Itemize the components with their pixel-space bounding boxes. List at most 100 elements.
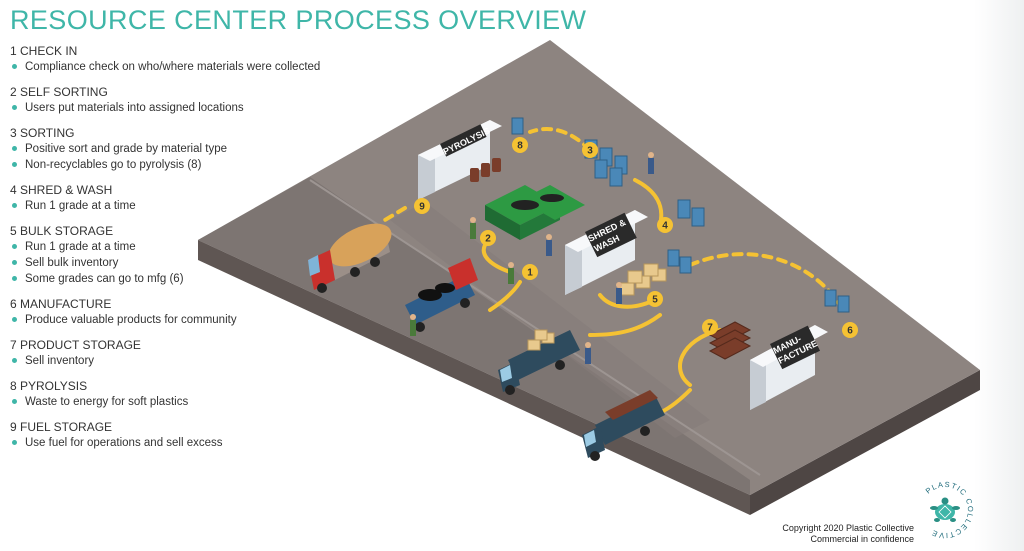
process-diagram: PYROLYSIS SHRED & WAS — [198, 40, 980, 515]
step-title: 2 SELF SORTING — [10, 85, 108, 99]
step-bullet: Non-recyclables go to pyrolysis (8) — [10, 157, 350, 173]
arrow-5-to-truck — [588, 313, 662, 337]
bullet-dot-icon — [12, 317, 17, 322]
process-step: 1 CHECK IN Compliance check on who/where … — [10, 44, 350, 75]
step-marker-label: 9 — [419, 202, 425, 213]
step-title: 7 PRODUCT STORAGE — [10, 338, 141, 352]
step-bullet-text: Non-recyclables go to pyrolysis (8) — [25, 159, 202, 171]
step-bullet-text: Some grades can go to mfg (6) — [25, 273, 184, 285]
process-step: 8 PYROLYSIS Waste to energy for soft plas… — [10, 379, 350, 410]
turtle-icon — [930, 497, 960, 522]
step-marker-label: 1 — [527, 268, 533, 279]
step-marker-label: 7 — [707, 323, 713, 334]
arrow-1-to-2 — [481, 243, 512, 274]
step-title: 8 PYROLYSIS — [10, 379, 88, 393]
process-step: 6 MANUFACTURE Produce valuable products f… — [10, 297, 350, 328]
process-step: 9 FUEL STORAGE Use fuel for operations an… — [10, 420, 350, 451]
ground-slab-side — [198, 240, 750, 515]
step-bullet: Produce valuable products for community — [10, 312, 350, 328]
bulk-storage-boxes — [619, 263, 667, 296]
page-title: RESOURCE CENTER PROCESS OVERVIEW — [10, 5, 587, 35]
product-truck-boxes — [498, 329, 580, 395]
step-marker-1: 1 — [522, 264, 538, 280]
process-step: 2 SELF SORTING Users put materials into a… — [10, 85, 350, 116]
checkin-truck — [405, 258, 478, 332]
plastic-collective-logo: PLASTIC COLLECTIVE — [924, 480, 974, 540]
step-bullet: Run 1 grade at a time — [10, 198, 350, 214]
arrow-checkin — [488, 280, 522, 312]
process-step-list: 1 CHECK IN Compliance check on who/where … — [10, 44, 350, 461]
step-bullet: Compliance check on who/where materials … — [10, 59, 350, 75]
step-bullet-text: Positive sort and grade by material type — [25, 143, 227, 155]
background-fade — [974, 0, 1024, 551]
product-storage-planks — [708, 321, 752, 360]
barrels — [470, 158, 501, 182]
step-bullet: Use fuel for operations and sell excess — [10, 435, 350, 451]
step-bullet: Some grades can go to mfg (6) — [10, 271, 350, 287]
arrow-4-to-5 — [598, 293, 652, 309]
step-marker-6: 6 — [842, 322, 858, 338]
step-bullet-text: Sell bulk inventory — [25, 257, 119, 269]
step-marker-2: 2 — [480, 230, 496, 246]
step-title: 4 SHRED & WASH — [10, 183, 113, 197]
step-bullet-text: Users put materials into assigned locati… — [25, 102, 244, 114]
step-bullet: Users put materials into assigned locati… — [10, 100, 350, 116]
step-marker-5: 5 — [647, 291, 663, 307]
step-title: 9 FUEL STORAGE — [10, 420, 113, 434]
step-bullet: Sell inventory — [10, 353, 350, 369]
footer: Copyright 2020 Plastic Collective Commer… — [782, 523, 914, 545]
step-bullet-text: Produce valuable products for community — [25, 314, 237, 326]
step-title: 1 CHECK IN — [10, 44, 78, 58]
step-marker-label: 6 — [847, 326, 853, 337]
bullet-dot-icon — [12, 64, 17, 69]
step-title: 6 MANUFACTURE — [10, 297, 112, 311]
step-bullet: Positive sort and grade by material type — [10, 141, 350, 157]
bullet-dot-icon — [12, 244, 17, 249]
step-bullet-text: Compliance check on who/where materials … — [25, 61, 321, 73]
bullet-dot-icon — [12, 440, 17, 445]
step-title: 3 SORTING — [10, 126, 75, 140]
product-truck-planks — [582, 390, 665, 461]
step-marker-8: 8 — [512, 137, 528, 153]
bullet-dot-icon — [12, 203, 17, 208]
bullet-dot-icon — [12, 358, 17, 363]
manufacture-building: MANU- FACTURE — [750, 325, 828, 410]
step-marker-9: 9 — [414, 198, 430, 214]
step-marker-label: 4 — [662, 221, 668, 232]
step-bullet-text: Use fuel for operations and sell excess — [25, 437, 223, 449]
process-step: 7 PRODUCT STORAGE Sell inventory — [10, 338, 350, 369]
step-bullet-text: Waste to energy for soft plastics — [25, 396, 189, 408]
copyright-text: Copyright 2020 Plastic Collective — [782, 523, 914, 533]
blue-bins — [511, 117, 850, 313]
step-markers: 1 2 3 4 5 6 7 8 9 — [414, 137, 858, 338]
step-bullet-text: Run 1 grade at a time — [25, 200, 136, 212]
step-marker-3: 3 — [582, 142, 598, 158]
step-marker-4: 4 — [657, 217, 673, 233]
step-bullet: Run 1 grade at a time — [10, 239, 350, 255]
confidential-text: Commercial in confidence — [810, 534, 914, 544]
step-marker-7: 7 — [702, 319, 718, 335]
bullet-dot-icon — [12, 276, 17, 281]
bullet-dot-icon — [12, 260, 17, 265]
arrow-9-to-truck — [383, 206, 407, 222]
green-bins — [485, 185, 585, 240]
step-marker-label: 2 — [485, 234, 491, 245]
bullet-dot-icon — [12, 105, 17, 110]
step-bullet-text: Sell inventory — [25, 355, 95, 367]
step-marker-label: 3 — [587, 146, 593, 157]
bullet-dot-icon — [12, 162, 17, 167]
process-step: 4 SHRED & WASH Run 1 grade at a time — [10, 183, 350, 214]
fuel-tanker-truck — [308, 223, 392, 293]
step-title: 5 BULK STORAGE — [10, 224, 114, 238]
workers — [410, 152, 654, 364]
step-bullet-text: Run 1 grade at a time — [25, 241, 136, 253]
ground-slab-side-right — [750, 370, 980, 515]
process-step: 3 SORTING Positive sort and grade by mate… — [10, 126, 350, 173]
step-marker-label: 8 — [517, 141, 523, 152]
step-bullet: Sell bulk inventory — [10, 255, 350, 271]
bullet-dot-icon — [12, 399, 17, 404]
step-marker-label: 5 — [652, 295, 658, 306]
bullet-dot-icon — [12, 146, 17, 151]
pyrolysis-building: PYROLYSIS — [418, 120, 502, 200]
